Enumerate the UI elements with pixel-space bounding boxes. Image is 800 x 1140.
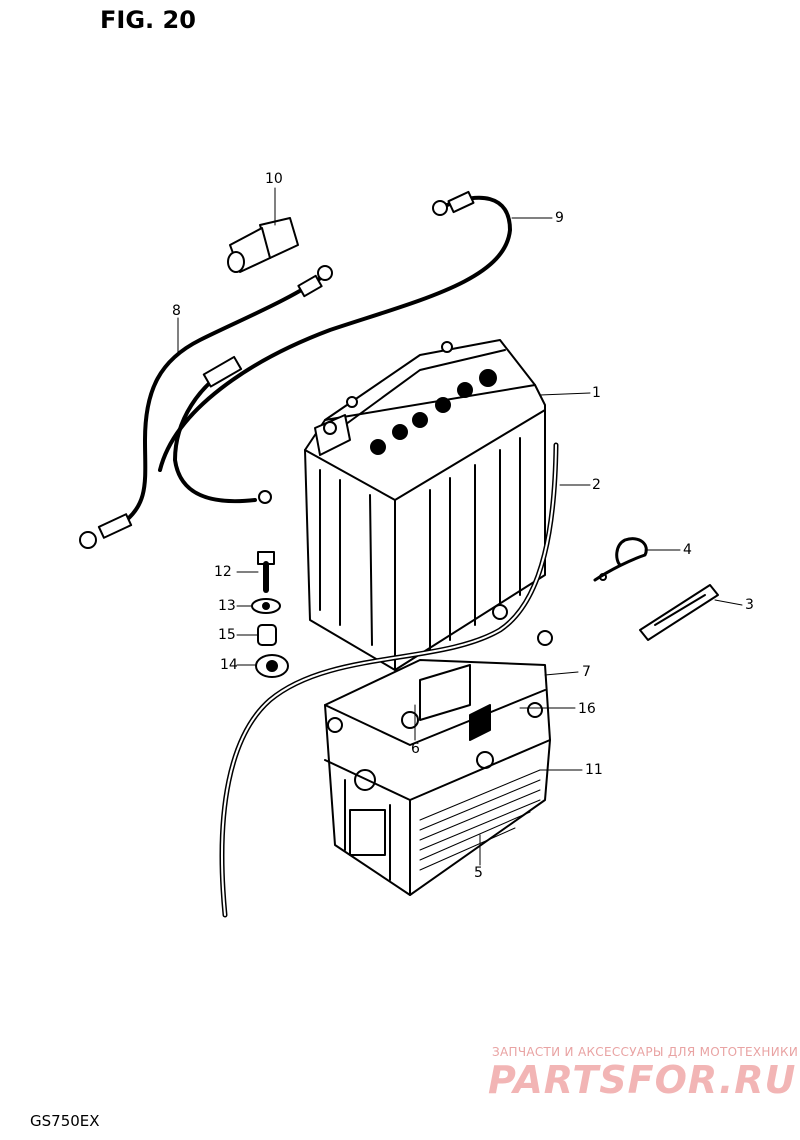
battery — [304, 339, 546, 671]
figure-title: FIG. 20 — [100, 6, 196, 34]
callout-2: 2 — [592, 477, 601, 493]
callout-15: 15 — [218, 627, 236, 643]
callout-5: 5 — [474, 865, 483, 881]
callout-13: 13 — [218, 598, 236, 614]
watermark-logo: PARTSFOR.RU — [488, 1058, 797, 1102]
strap-3 — [639, 584, 719, 641]
battery-case — [324, 604, 553, 896]
bolt-12 — [257, 551, 275, 593]
callout-11: 11 — [585, 762, 603, 778]
callout-12: 12 — [214, 564, 232, 580]
callout-9: 9 — [555, 210, 564, 226]
callout-7: 7 — [582, 664, 591, 680]
callout-8: 8 — [172, 303, 181, 319]
watermark-tagline: ЗАПЧАСТИ И АКСЕССУАРЫ ДЛЯ МОТОТЕХНИКИ — [492, 1045, 799, 1059]
cable-9 — [158, 195, 512, 472]
callout-4: 4 — [683, 542, 692, 558]
callout-3: 3 — [745, 597, 754, 613]
model-label: GS750EX — [30, 1112, 100, 1130]
terminal-cover — [227, 217, 299, 273]
callout-10: 10 — [265, 171, 283, 187]
callout-14: 14 — [220, 657, 238, 673]
cable-8 — [118, 273, 327, 527]
callout-1: 1 — [592, 385, 601, 401]
callout-6: 6 — [411, 741, 420, 757]
callout-16: 16 — [578, 701, 596, 717]
clamp-4 — [593, 537, 648, 582]
spacer-15 — [257, 624, 277, 646]
